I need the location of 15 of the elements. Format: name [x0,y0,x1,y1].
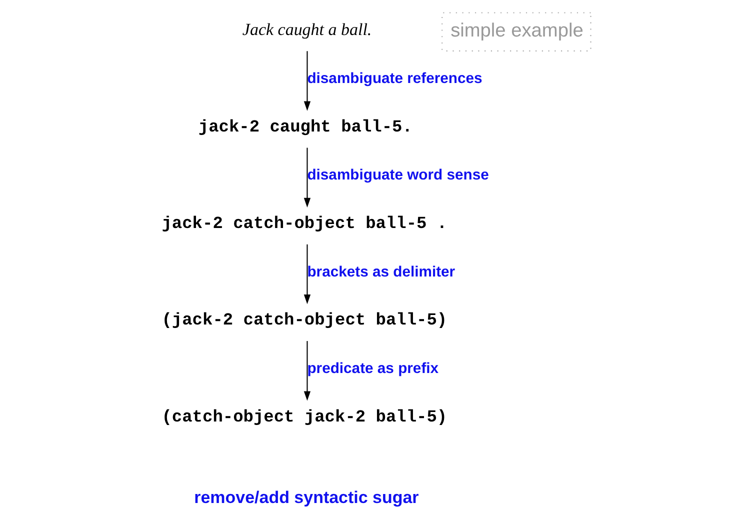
edge-label: predicate as prefix [306,360,438,377]
node-text: (catch-object jack-2 ball-5) [161,408,447,428]
edge-label: disambiguate references [306,71,482,88]
arrow [303,341,310,401]
node-text: jack-2 caught ball-5. [198,118,412,138]
node-text: (jack-2 catch-object ball-5) [161,312,447,331]
arrow [303,244,310,304]
edge-label: brackets as delimiter [306,264,455,280]
edge-label: disambiguate word sense [306,168,488,184]
node-text: Jack caught a ball. [242,20,372,39]
arrow [303,148,310,208]
label: remove/add syntactic sugar [194,488,418,508]
label: simple example [450,20,583,42]
node-text: jack-2 catch-object ball-5 . [161,215,447,234]
arrow [303,51,310,111]
